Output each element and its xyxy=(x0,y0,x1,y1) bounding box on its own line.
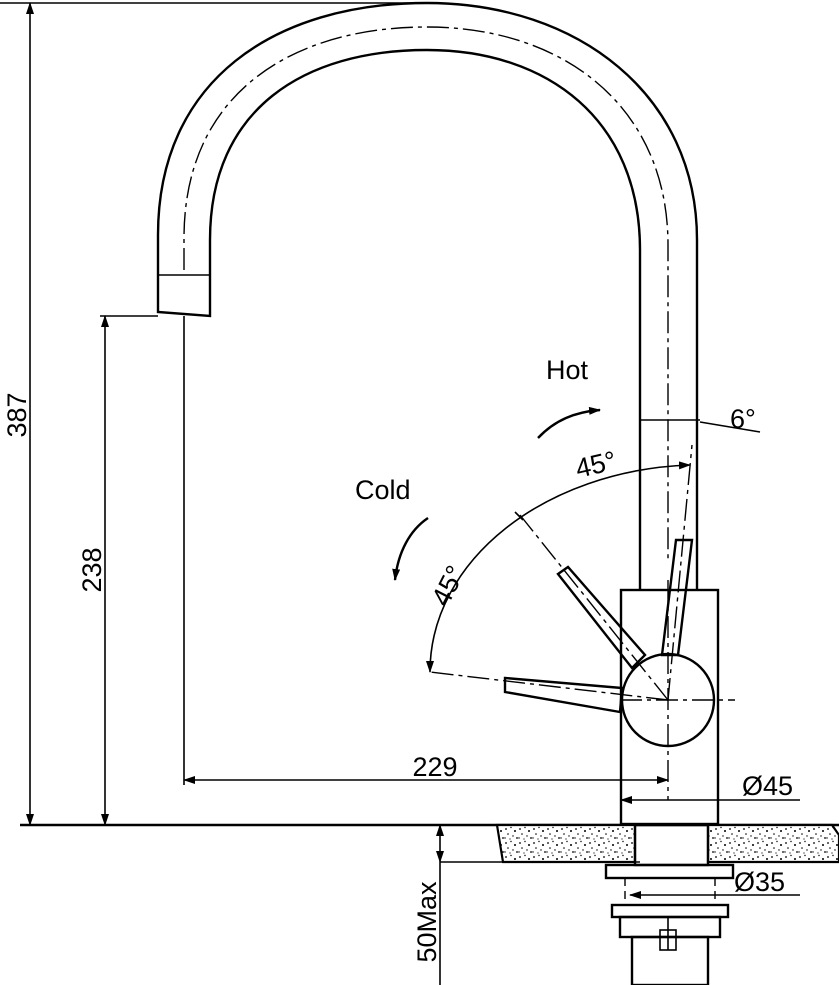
dimension-total-height xyxy=(0,2,440,826)
cold-label: Cold xyxy=(355,475,411,505)
mount-diameter-label: Ø35 xyxy=(734,867,785,897)
tilt-angle-label: 6° xyxy=(730,404,756,434)
angle-arc xyxy=(426,461,691,673)
dimension-max-counter xyxy=(436,824,640,985)
cold-angle-label: 45° xyxy=(426,561,471,611)
lever-center-position xyxy=(556,565,647,670)
hot-label: Hot xyxy=(546,355,589,385)
aerator-nozzle xyxy=(156,275,212,318)
max-counter-label: 50Max xyxy=(412,881,442,963)
spout-reach-label: 229 xyxy=(412,752,457,782)
hot-direction-arrow xyxy=(537,406,601,439)
countertop-section xyxy=(495,823,839,864)
dimension-spout-height xyxy=(100,315,158,826)
body-diameter-label: Ø45 xyxy=(742,771,793,801)
dimension-spout-reach xyxy=(183,316,669,785)
cold-direction-arrow xyxy=(392,517,429,581)
total-height-label: 387 xyxy=(2,392,32,437)
mounting-shank xyxy=(604,823,735,985)
hot-angle-label: 45° xyxy=(573,445,620,483)
spout-height-label: 238 xyxy=(77,547,107,592)
faucet-body xyxy=(619,588,720,826)
spout xyxy=(156,1,699,590)
